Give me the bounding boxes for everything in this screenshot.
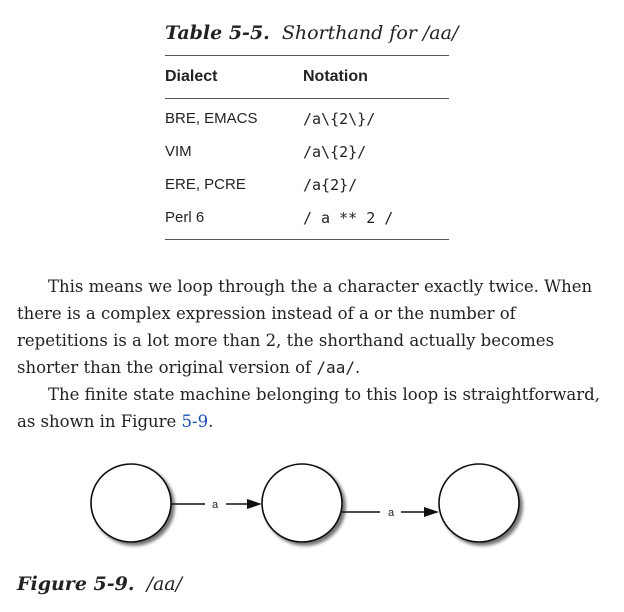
paragraph-2-period: . xyxy=(208,412,214,431)
body-paragraph-1: This means we loop through the a charact… xyxy=(17,273,607,381)
paragraph-2-text: The finite state machine belonging to th… xyxy=(17,385,600,431)
dialect-cell: Perl 6 xyxy=(165,209,205,226)
state-machine-diagram: a a xyxy=(90,463,520,543)
figure-caption: Figure 5-9. /aa/ xyxy=(17,573,182,595)
state-circle-3 xyxy=(438,463,520,543)
figure-caption-text: /aa/ xyxy=(146,573,183,595)
paragraph-1-text: This means we loop through the a charact… xyxy=(17,277,593,377)
table-row: Perl 6 / a ** 2 / xyxy=(165,201,449,234)
shorthand-table: Dialect Notation BRE, EMACS /a\{2\}/ VIM… xyxy=(165,55,449,240)
dialect-cell: ERE, PCRE xyxy=(165,176,246,193)
table-header-row: Dialect Notation xyxy=(165,56,449,99)
table-body: BRE, EMACS /a\{2\}/ VIM /a\{2}/ ERE, PCR… xyxy=(165,99,449,239)
edge-label-2: a xyxy=(388,507,395,519)
notation-cell: /a\{2\}/ xyxy=(303,109,376,128)
notation-cell: /a\{2}/ xyxy=(303,142,367,161)
table-row: ERE, PCRE /a{2}/ xyxy=(165,168,449,201)
figure-reference-link[interactable]: 5-9 xyxy=(181,412,209,431)
state-circle-2 xyxy=(261,463,343,543)
edge-label-1: a xyxy=(212,499,219,511)
notation-cell: / a ** 2 / xyxy=(303,208,394,227)
paragraph-1-period: . xyxy=(354,358,361,377)
dialect-cell: BRE, EMACS xyxy=(165,110,258,127)
table-row: VIM /a\{2}/ xyxy=(165,135,449,168)
state-circle-1 xyxy=(90,463,172,543)
header-dialect: Dialect xyxy=(165,68,218,85)
transition-arrow-2 xyxy=(342,507,439,517)
table-row: BRE, EMACS /a\{2\}/ xyxy=(165,102,449,135)
table-caption-text: Shorthand for /aa/ xyxy=(281,22,459,44)
transition-arrow-1 xyxy=(171,499,262,509)
header-notation: Notation xyxy=(303,68,368,85)
table-caption-number: Table 5-5. xyxy=(165,22,270,44)
paragraph-1-code: /aa/ xyxy=(316,358,355,377)
table-caption: Table 5-5. Shorthand for /aa/ xyxy=(165,22,458,44)
figure-caption-number: Figure 5-9. xyxy=(17,573,135,595)
dialect-cell: VIM xyxy=(165,143,192,160)
body-paragraph-2: The finite state machine belonging to th… xyxy=(17,381,607,435)
notation-cell: /a{2}/ xyxy=(303,175,358,194)
